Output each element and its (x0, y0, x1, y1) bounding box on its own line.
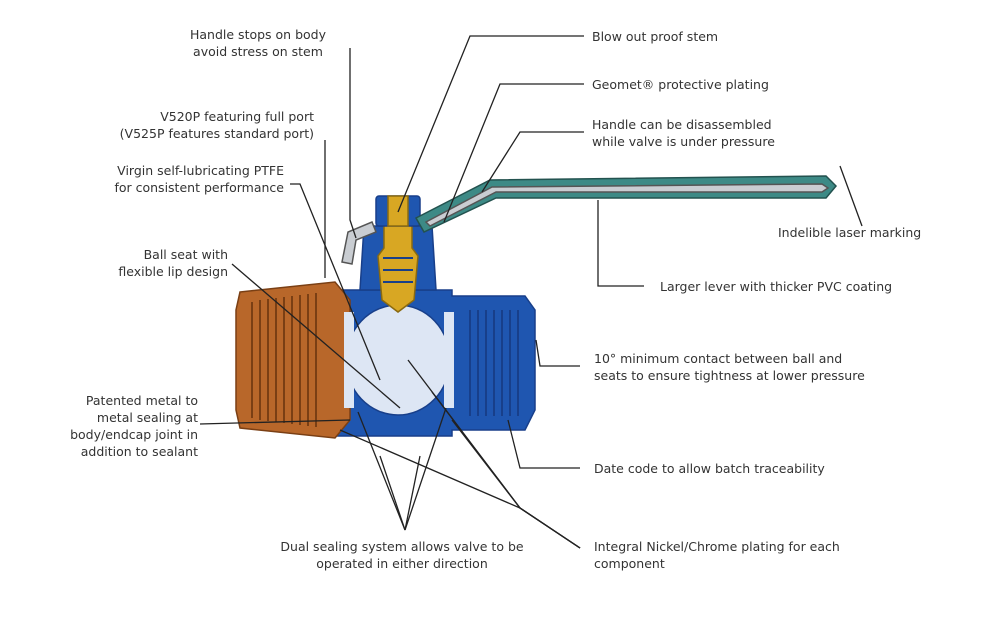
label-ptfe-line-2: for consistent performance (114, 180, 284, 195)
label-full-port-line-2: (V525P features standard port) (119, 126, 314, 141)
label-full-port-line-1: V520P featuring full port (160, 109, 314, 124)
label-contact-line-2: seats to ensure tightness at lower press… (594, 368, 865, 383)
label-ptfe-line-1: Virgin self-lubricating PTFE (117, 163, 284, 178)
label-contact: 10° minimum contact between ball and sea… (594, 350, 865, 384)
label-metal-sealing: Patented metal to metal sealing at body/… (40, 392, 198, 460)
label-laser-marking-line-1: Indelible laser marking (778, 225, 922, 240)
label-geomet: Geomet® protective plating (592, 76, 769, 93)
stem-rings (383, 257, 413, 283)
label-laser-marking: Indelible laser marking (778, 224, 921, 241)
label-handle-disassembled: Handle can be disassembled while valve i… (592, 116, 775, 150)
label-nickel-chrome: Integral Nickel/Chrome plating for each … (594, 538, 840, 572)
ball-seat-left (344, 312, 354, 408)
label-full-port: V520P featuring full port (V525P feature… (114, 108, 314, 142)
label-metal-sealing-line-1: Patented metal to (85, 393, 198, 408)
valve-ball (345, 304, 451, 416)
label-blow-out-line-1: Blow out proof stem (592, 29, 719, 44)
label-larger-lever-line-1: Larger lever with thicker PVC coating (660, 279, 893, 294)
label-metal-sealing-line-2: metal sealing at (96, 410, 198, 425)
label-handle-disassembled-line-1: Handle can be disassembled (592, 117, 772, 132)
label-handle-stops: Handle stops on body avoid stress on ste… (190, 26, 326, 60)
body-threads (469, 310, 519, 416)
label-dual-sealing: Dual sealing system allows valve to be o… (266, 538, 538, 572)
label-date-code: Date code to allow batch traceability (594, 460, 825, 477)
label-blow-out: Blow out proof stem (592, 28, 718, 45)
label-handle-stops-line-2: avoid stress on stem (193, 44, 323, 59)
label-dual-sealing-line-2: operated in either direction (316, 556, 488, 571)
label-metal-sealing-line-3: body/endcap joint in (70, 427, 198, 442)
ball-seat-right (444, 312, 454, 408)
label-date-code-line-1: Date code to allow batch traceability (594, 461, 825, 476)
label-contact-line-1: 10° minimum contact between ball and (594, 351, 843, 366)
label-larger-lever: Larger lever with thicker PVC coating (660, 278, 892, 295)
label-ball-seat: Ball seat with flexible lip design (80, 246, 228, 280)
label-nickel-chrome-line-1: Integral Nickel/Chrome plating for each (594, 539, 840, 554)
label-ball-seat-line-1: Ball seat with (143, 247, 228, 262)
handle-stop (341, 221, 377, 265)
label-geomet-line-1: Geomet® protective plating (592, 77, 769, 92)
handle-lever-inner (424, 183, 830, 227)
leader-lines (199, 35, 863, 549)
endcap-threads (251, 293, 317, 427)
label-handle-disassembled-line-2: while valve is under pressure (592, 134, 775, 149)
label-nickel-chrome-line-2: component (594, 556, 665, 571)
label-handle-stops-line-1: Handle stops on body (190, 27, 326, 42)
label-ptfe: Virgin self-lubricating PTFE for consist… (80, 162, 284, 196)
label-dual-sealing-line-1: Dual sealing system allows valve to be (280, 539, 524, 554)
label-ball-seat-line-2: flexible lip design (118, 264, 228, 279)
valve-illustration (235, 175, 838, 439)
label-metal-sealing-line-4: addition to sealant (80, 444, 198, 459)
